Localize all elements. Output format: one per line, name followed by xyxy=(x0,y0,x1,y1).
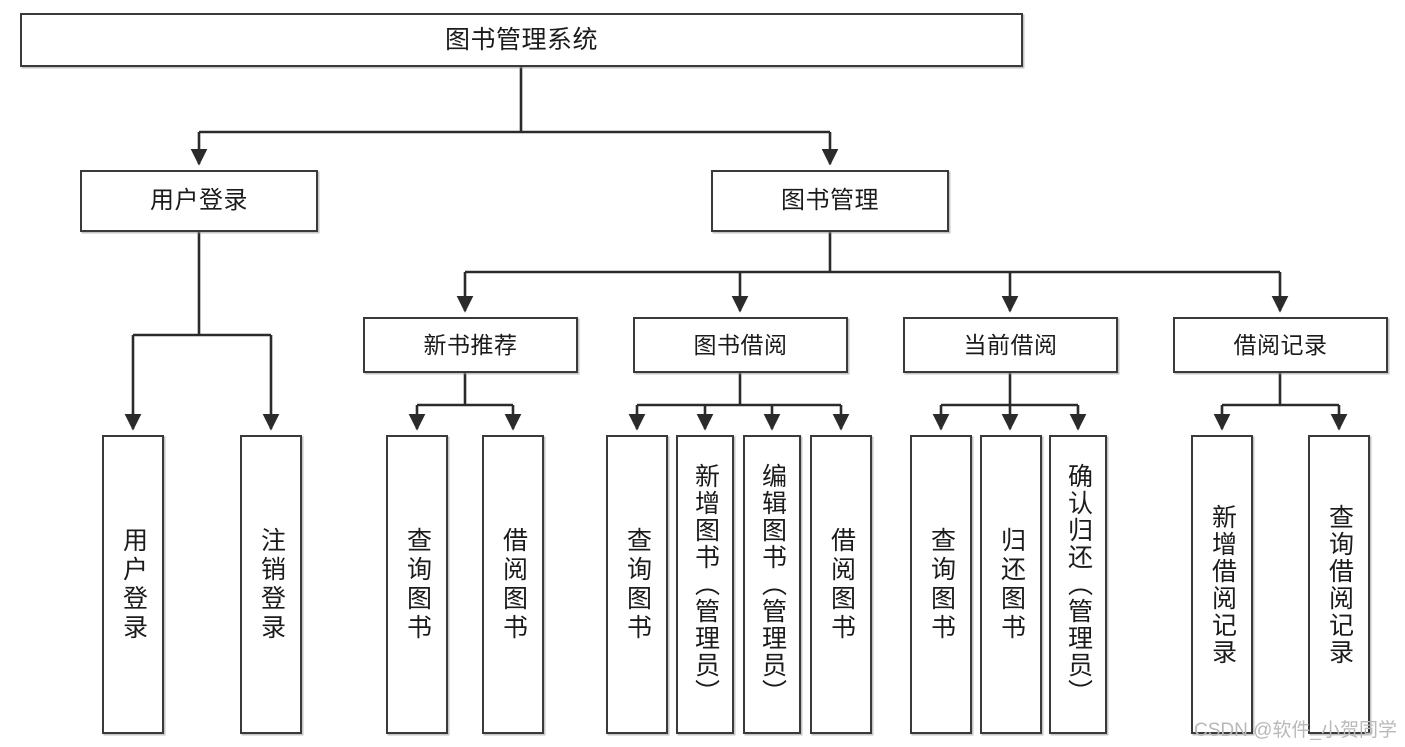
leaf-current-borrow-confirm-return-admin[interactable]: 确认归还（管理员） xyxy=(1049,435,1107,734)
leaf-new-book-borrow-book[interactable]: 借阅图书 xyxy=(482,435,544,734)
node-label: 图书管理系统 xyxy=(444,25,598,54)
node-label: 查询图书 xyxy=(623,526,652,643)
node-label: 新增图书（管理员） xyxy=(691,463,720,706)
node-label: 图书借阅 xyxy=(693,331,788,358)
leaf-borrow-record-add-record[interactable]: 新增借阅记录 xyxy=(1191,435,1253,734)
node-label: 注销登录 xyxy=(257,526,286,643)
node-label: 查询借阅记录 xyxy=(1325,503,1354,666)
node-label: 借阅记录 xyxy=(1233,331,1328,358)
watermark-text: CSDN @软件_小贺同学 xyxy=(1194,720,1397,741)
node-root-book-management-system[interactable]: 图书管理系统 xyxy=(20,13,1023,67)
node-user-login[interactable]: 用户登录 xyxy=(80,170,318,232)
node-label: 查询图书 xyxy=(403,526,432,643)
leaf-user-login-sign-out[interactable]: 注销登录 xyxy=(240,435,302,734)
node-book-management[interactable]: 图书管理 xyxy=(711,170,949,232)
leaf-current-borrow-query-book[interactable]: 查询图书 xyxy=(910,435,972,734)
node-label: 编辑图书（管理员） xyxy=(758,463,787,706)
node-borrowing-record[interactable]: 借阅记录 xyxy=(1173,317,1388,373)
node-label: 当前借阅 xyxy=(963,331,1058,358)
leaf-current-borrow-return-book[interactable]: 归还图书 xyxy=(980,435,1042,734)
node-new-book-recommendation[interactable]: 新书推荐 xyxy=(363,317,578,373)
node-label: 借阅图书 xyxy=(827,526,856,643)
node-current-borrowing[interactable]: 当前借阅 xyxy=(903,317,1118,373)
node-label: 借阅图书 xyxy=(499,526,528,643)
leaf-book-borrow-query-book[interactable]: 查询图书 xyxy=(606,435,668,734)
leaf-book-borrow-add-book-admin[interactable]: 新增图书（管理员） xyxy=(676,435,734,734)
node-label: 图书管理 xyxy=(781,187,879,215)
node-label: 确认归还（管理员） xyxy=(1064,463,1093,706)
node-label: 新书推荐 xyxy=(423,331,518,358)
node-label: 新增借阅记录 xyxy=(1208,503,1237,666)
leaf-book-borrow-borrow-book[interactable]: 借阅图书 xyxy=(810,435,872,734)
node-label: 归还图书 xyxy=(997,526,1026,643)
leaf-book-borrow-edit-book-admin[interactable]: 编辑图书（管理员） xyxy=(743,435,801,734)
leaf-new-book-query-book[interactable]: 查询图书 xyxy=(386,435,448,734)
node-book-borrowing[interactable]: 图书借阅 xyxy=(633,317,848,373)
node-label: 用户登录 xyxy=(119,526,148,643)
node-label: 查询图书 xyxy=(927,526,956,643)
node-label: 用户登录 xyxy=(150,187,248,215)
leaf-borrow-record-query-record[interactable]: 查询借阅记录 xyxy=(1308,435,1370,734)
leaf-user-login-sign-in[interactable]: 用户登录 xyxy=(102,435,164,734)
